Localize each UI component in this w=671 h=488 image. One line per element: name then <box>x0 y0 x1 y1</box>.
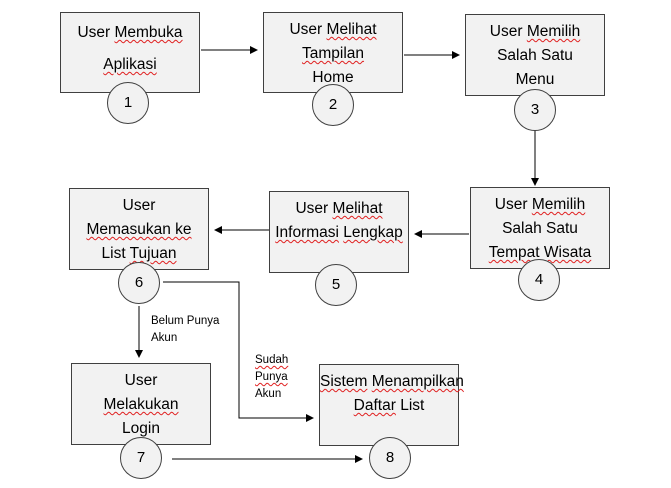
node-n8-line-3: Daftar List <box>353 397 425 414</box>
step-badge-n4: 4 <box>518 259 560 301</box>
node-n1: User Membuka Aplikasi <box>60 12 200 93</box>
step-badge-n3: 3 <box>514 89 556 131</box>
edge-n6-n8 <box>163 281 314 422</box>
step-badge-n7: 7 <box>120 437 162 479</box>
node-n8-line-1: Sistem <box>320 373 368 390</box>
node-n4-line-1: User Memilih <box>494 196 586 213</box>
step-badge-n1: 1 <box>107 82 149 124</box>
node-n6-line-1: User <box>122 197 156 214</box>
step-badge-n8: 8 <box>369 437 411 479</box>
node-n4: User Memilih Salah Satu Tempat Wisata <box>470 187 610 269</box>
node-n8-line-2: Menampilkan <box>371 373 464 390</box>
node-n3-line-2: Salah Satu <box>497 47 573 64</box>
step-badge-n2: 2 <box>312 84 354 126</box>
step-badge-n6: 6 <box>118 262 160 304</box>
edge-label-n6-n8-line-2: Punya <box>255 371 288 383</box>
node-n6-line-2: Memasukan ke <box>86 221 192 238</box>
node-n3-line-1: User Memilih <box>489 23 581 40</box>
step-badge-n5: 5 <box>315 264 357 306</box>
node-n4-line-3: Tempat Wisata <box>488 244 592 261</box>
edge-label-n6-n8-line-3: Akun <box>255 388 282 400</box>
node-n5: User Melihat Informasi Lengkap <box>269 191 409 273</box>
node-n7-line-1: User <box>124 372 158 389</box>
node-n7-line-2: Melakukan <box>103 396 179 413</box>
node-n4-line-2: Salah Satu <box>502 220 578 237</box>
node-n6: User Memasukan ke List Tujuan <box>69 188 209 270</box>
node-n5-line-3: Lengkap <box>343 224 403 241</box>
node-n7-line-3: Login <box>122 420 160 437</box>
node-n2-line-3: Home <box>312 69 354 86</box>
node-n1-line-1: User Membuka <box>77 24 183 41</box>
node-n3-line-3: Menu <box>515 71 555 88</box>
node-n8: Sistem Menampilkan Daftar List <box>319 364 464 446</box>
node-n5-line-1: User Melihat <box>295 200 383 217</box>
node-n2: User Melihat Tampilan Home <box>263 12 403 93</box>
edge-label-n6-n7-line-2: Akun <box>151 332 178 344</box>
node-n7: User Melakukan Login <box>71 363 211 445</box>
node-n5-line-2: Informasi <box>275 224 339 241</box>
node-n6-line-3: List Tujuan <box>101 245 177 262</box>
node-n2-line-2: Tampilan <box>301 45 365 62</box>
edge-label-n6-n8: Sudah Punya Akun <box>255 352 288 403</box>
edge-label-n6-n8-line-1: Sudah <box>255 354 289 366</box>
node-n1-line-2: Aplikasi <box>103 56 157 73</box>
node-n2-line-1: User Melihat <box>289 21 377 38</box>
edge-label-n6-n7: Belum Punya Akun <box>151 313 219 347</box>
node-n3: User Memilih Salah Satu Menu <box>465 14 605 96</box>
edge-label-n6-n7-line-1: Belum Punya <box>151 315 220 327</box>
